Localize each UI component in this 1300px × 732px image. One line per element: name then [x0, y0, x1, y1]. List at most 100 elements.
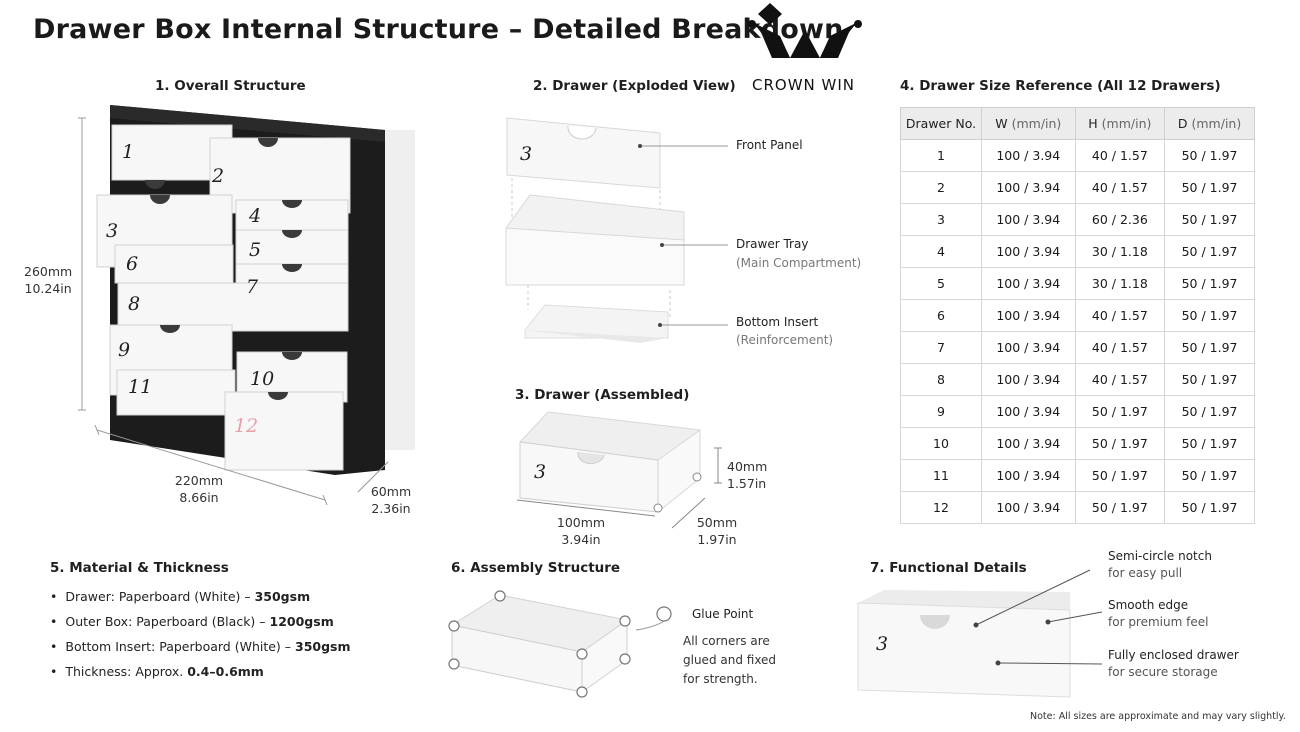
table-cell: 50 / 1.97: [1164, 267, 1255, 300]
functional-drawer-number: 3: [876, 633, 888, 655]
assembled-width-in: 3.94in: [561, 532, 601, 547]
table-cell: 50 / 1.97: [1164, 299, 1255, 332]
table-cell: 100 / 3.94: [981, 171, 1076, 204]
section-functional-heading: 7. Functional Details: [870, 560, 1027, 576]
notch-subtitle: for easy pull: [1108, 566, 1183, 580]
drawer-number-label: 5: [249, 239, 261, 261]
drawer-number-label: 4: [248, 205, 261, 227]
table-cell: 100 / 3.94: [981, 299, 1076, 332]
overall-depth-mm: 60mm: [370, 484, 412, 499]
enclosed-title: Fully enclosed drawer: [1108, 648, 1239, 662]
table-cell: 50 / 1.97: [1164, 427, 1255, 460]
table-cell: 100 / 3.94: [981, 235, 1076, 268]
table-cell: 7: [900, 331, 982, 364]
list-item: Thickness: Approx. 0.4–0.6mm: [50, 664, 351, 689]
table-cell: 50 / 1.97: [1164, 331, 1255, 364]
table-cell: 2: [900, 171, 982, 204]
drawer-10: [236, 351, 348, 403]
size-table: Drawer No. W (mm/in) H (mm/in) D (mm/in)…: [900, 107, 1255, 524]
front-panel-label: Front Panel: [736, 138, 803, 152]
section-material-heading: 5. Material & Thickness: [50, 560, 229, 576]
section-assembled-heading: 3. Drawer (Assembled): [515, 387, 690, 403]
table-cell: 100 / 3.94: [981, 459, 1076, 492]
assembled-height-mm: 40mm: [727, 459, 768, 474]
table-cell: 40 / 1.57: [1074, 171, 1166, 204]
edge-subtitle: for premium feel: [1108, 615, 1209, 629]
header-h: H (mm/in): [1074, 107, 1166, 140]
table-cell: 3: [900, 203, 982, 236]
table-cell: 50 / 1.97: [1074, 427, 1166, 460]
page-title: Drawer Box Internal Structure – Detailed…: [33, 14, 844, 45]
table-cell: 40 / 1.57: [1074, 299, 1166, 332]
table-cell: 50 / 1.97: [1164, 491, 1255, 524]
overall-width-in: 8.66in: [179, 490, 219, 505]
section-assembly-heading: 6. Assembly Structure: [451, 560, 621, 576]
drawer-7: [235, 263, 349, 328]
glue-point-label: Glue Point: [692, 607, 754, 621]
section-size-heading: 4. Drawer Size Reference (All 12 Drawers…: [900, 78, 1221, 94]
table-cell: 50 / 1.97: [1074, 459, 1166, 492]
table-cell: 50 / 1.97: [1164, 203, 1255, 236]
table-cell: 100 / 3.94: [981, 331, 1076, 364]
assembled-drawer-number: 3: [534, 461, 546, 483]
table-cell: 30 / 1.18: [1074, 235, 1166, 268]
list-item: Bottom Insert: Paperboard (White) – 350g…: [50, 639, 350, 664]
table-cell: 4: [900, 235, 982, 268]
header-drawer-no: Drawer No.: [900, 107, 982, 140]
drawer-number-label: 9: [118, 339, 130, 361]
drawer-number-label: 1: [122, 141, 134, 163]
table-cell: 50 / 1.97: [1164, 459, 1255, 492]
header-d: D (mm/in): [1164, 107, 1255, 140]
overall-depth-in: 2.36in: [371, 501, 411, 516]
assembled-depth-in: 1.97in: [697, 532, 737, 547]
table-cell: 11: [900, 459, 982, 492]
list-item: Drawer: Paperboard (White) – 350gsm: [50, 589, 351, 614]
exploded-panel-number: 3: [520, 143, 532, 165]
drawer-tray-label: Drawer Tray: [736, 237, 809, 251]
table-cell: 100 / 3.94: [981, 203, 1076, 236]
table-cell: 40 / 1.57: [1074, 139, 1166, 172]
drawer-tray-sublabel: (Main Compartment): [736, 256, 862, 270]
table-cell: 50 / 1.97: [1074, 491, 1166, 524]
table-cell: 100 / 3.94: [981, 139, 1076, 172]
table-cell: 6: [900, 299, 982, 332]
drawer-number-label: 8: [128, 293, 140, 315]
assembled-depth-mm: 50mm: [696, 515, 738, 530]
drawer-number-label: 11: [128, 376, 152, 398]
table-cell: 12: [900, 491, 982, 524]
table-cell: 30 / 1.18: [1074, 267, 1166, 300]
table-cell: 50 / 1.97: [1164, 395, 1255, 428]
table-cell: 1: [900, 139, 982, 172]
edge-title: Smooth edge: [1108, 598, 1189, 612]
drawer-6: [114, 244, 234, 284]
table-cell: 100 / 3.94: [981, 395, 1076, 428]
drawer-number-label: 12: [234, 415, 258, 437]
table-cell: 50 / 1.97: [1164, 171, 1255, 204]
table-cell: 50 / 1.97: [1164, 363, 1255, 396]
table-cell: 10: [900, 427, 982, 460]
table-cell: 60 / 2.36: [1074, 203, 1166, 236]
drawer-1: [111, 124, 233, 181]
header-w: W (mm/in): [981, 107, 1076, 140]
size-table-header: Drawer No. W (mm/in) H (mm/in) D (mm/in): [900, 107, 1255, 140]
section-exploded-heading: 2. Drawer (Exploded View): [533, 78, 736, 94]
table-cell: 40 / 1.57: [1074, 363, 1166, 396]
assembly-desc-3: for strength.: [683, 672, 758, 686]
overall-height-mm: 260mm: [24, 264, 73, 279]
drawer-number-label: 6: [126, 253, 138, 275]
drawer-number-label: 2: [211, 165, 224, 187]
drawer-4: [235, 199, 349, 247]
table-cell: 100 / 3.94: [981, 363, 1076, 396]
drawer-number-label: 10: [250, 368, 274, 390]
table-cell: 9: [900, 395, 982, 428]
drawer-9: [109, 324, 233, 396]
assembly-desc-2: glued and fixed: [683, 653, 777, 667]
table-cell: 100 / 3.94: [981, 267, 1076, 300]
notch-title: Semi-circle notch: [1108, 549, 1212, 563]
